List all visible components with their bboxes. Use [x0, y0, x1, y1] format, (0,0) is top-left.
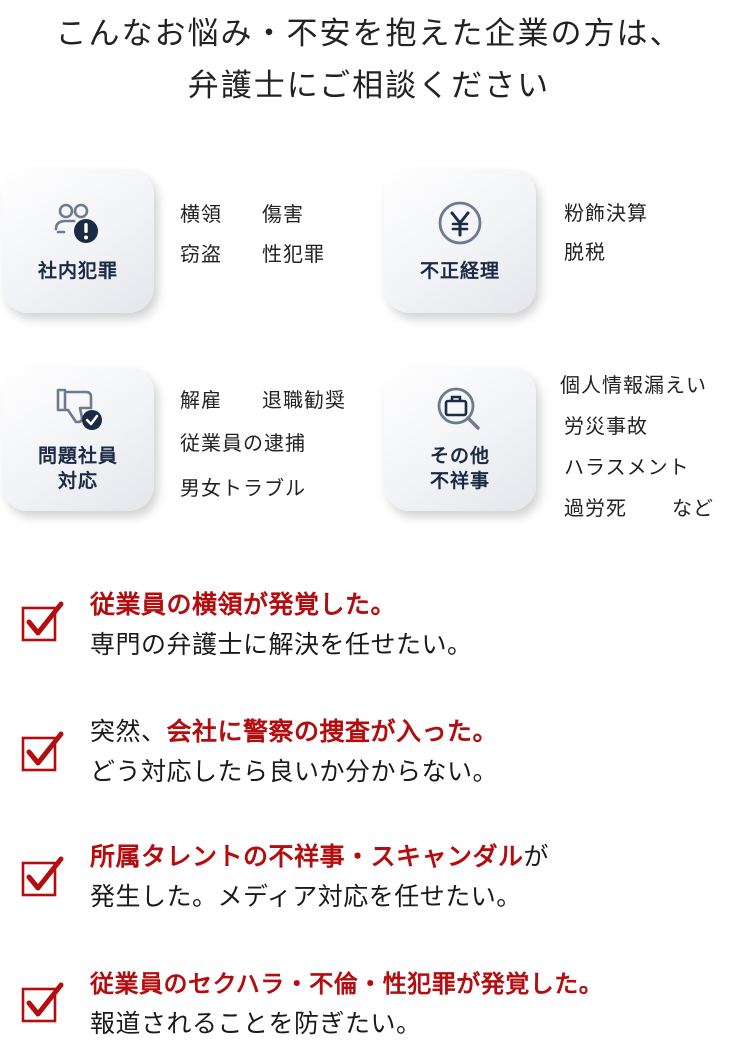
checklist-item: 従業員のセクハラ・不倫・性犯罪が発覚した。 報道されることを防ぎたい。	[90, 970, 604, 1038]
card-label: その他 不祥事	[429, 445, 490, 492]
heading-line-1: こんなお悩み・不安を抱えた企業の方は、	[55, 16, 683, 52]
checklist-item: 所属タレントの不祥事・スキャンダルが 発生した。メディア対応を任せたい。	[90, 842, 550, 911]
category-card-accounting-fraud: 不正経理	[384, 169, 536, 313]
keyword: 個人情報漏えい	[560, 373, 707, 397]
people-alert-icon	[54, 203, 98, 243]
card-label: 問題社員 対応	[37, 445, 118, 492]
keyword: ハラスメント	[564, 455, 690, 479]
keyword: 傷害	[262, 202, 304, 226]
category-card-internal-crime: 社内犯罪	[2, 169, 154, 313]
card-label: 社内犯罪	[37, 259, 118, 282]
keyword: 過労死	[564, 496, 627, 520]
checkbox-checked-icon	[21, 731, 64, 772]
yen-coin-icon	[438, 201, 482, 244]
card-label: 不正経理	[419, 259, 500, 282]
thumbs-down-check-icon	[56, 388, 102, 430]
keyword: 窃盗	[180, 242, 222, 266]
keyword: 退職勧奨	[262, 388, 346, 412]
keyword: 粉飾決算	[564, 201, 648, 225]
keyword: 男女トラブル	[180, 476, 306, 500]
keyword: 横領	[180, 202, 222, 226]
keyword: 従業員の逮捕	[180, 431, 306, 455]
magnifier-briefcase-icon	[437, 387, 480, 430]
keyword: 解雇	[180, 388, 222, 412]
keyword: 労災事故	[564, 414, 648, 438]
keyword: 性犯罪	[262, 242, 325, 266]
keyword: など	[672, 496, 714, 520]
keyword: 脱税	[564, 240, 606, 264]
checkbox-checked-icon	[21, 856, 64, 897]
category-card-problem-employee: 問題社員 対応	[2, 367, 154, 511]
category-card-other-scandal: その他 不祥事	[384, 367, 536, 511]
checkbox-checked-icon	[21, 601, 64, 642]
checklist-item: 従業員の横領が発覚した。 専門の弁護士に解決を任せたい。	[90, 590, 473, 659]
checkbox-checked-icon	[21, 982, 64, 1023]
heading-line-2: 弁護士にご相談ください	[187, 68, 551, 104]
checklist-item: 突然、会社に警察の捜査が入った。 どう対応したら良いか分からない。	[90, 717, 499, 786]
page-heading: こんなお悩み・不安を抱えた企業の方は、 弁護士にご相談ください	[0, 8, 738, 112]
